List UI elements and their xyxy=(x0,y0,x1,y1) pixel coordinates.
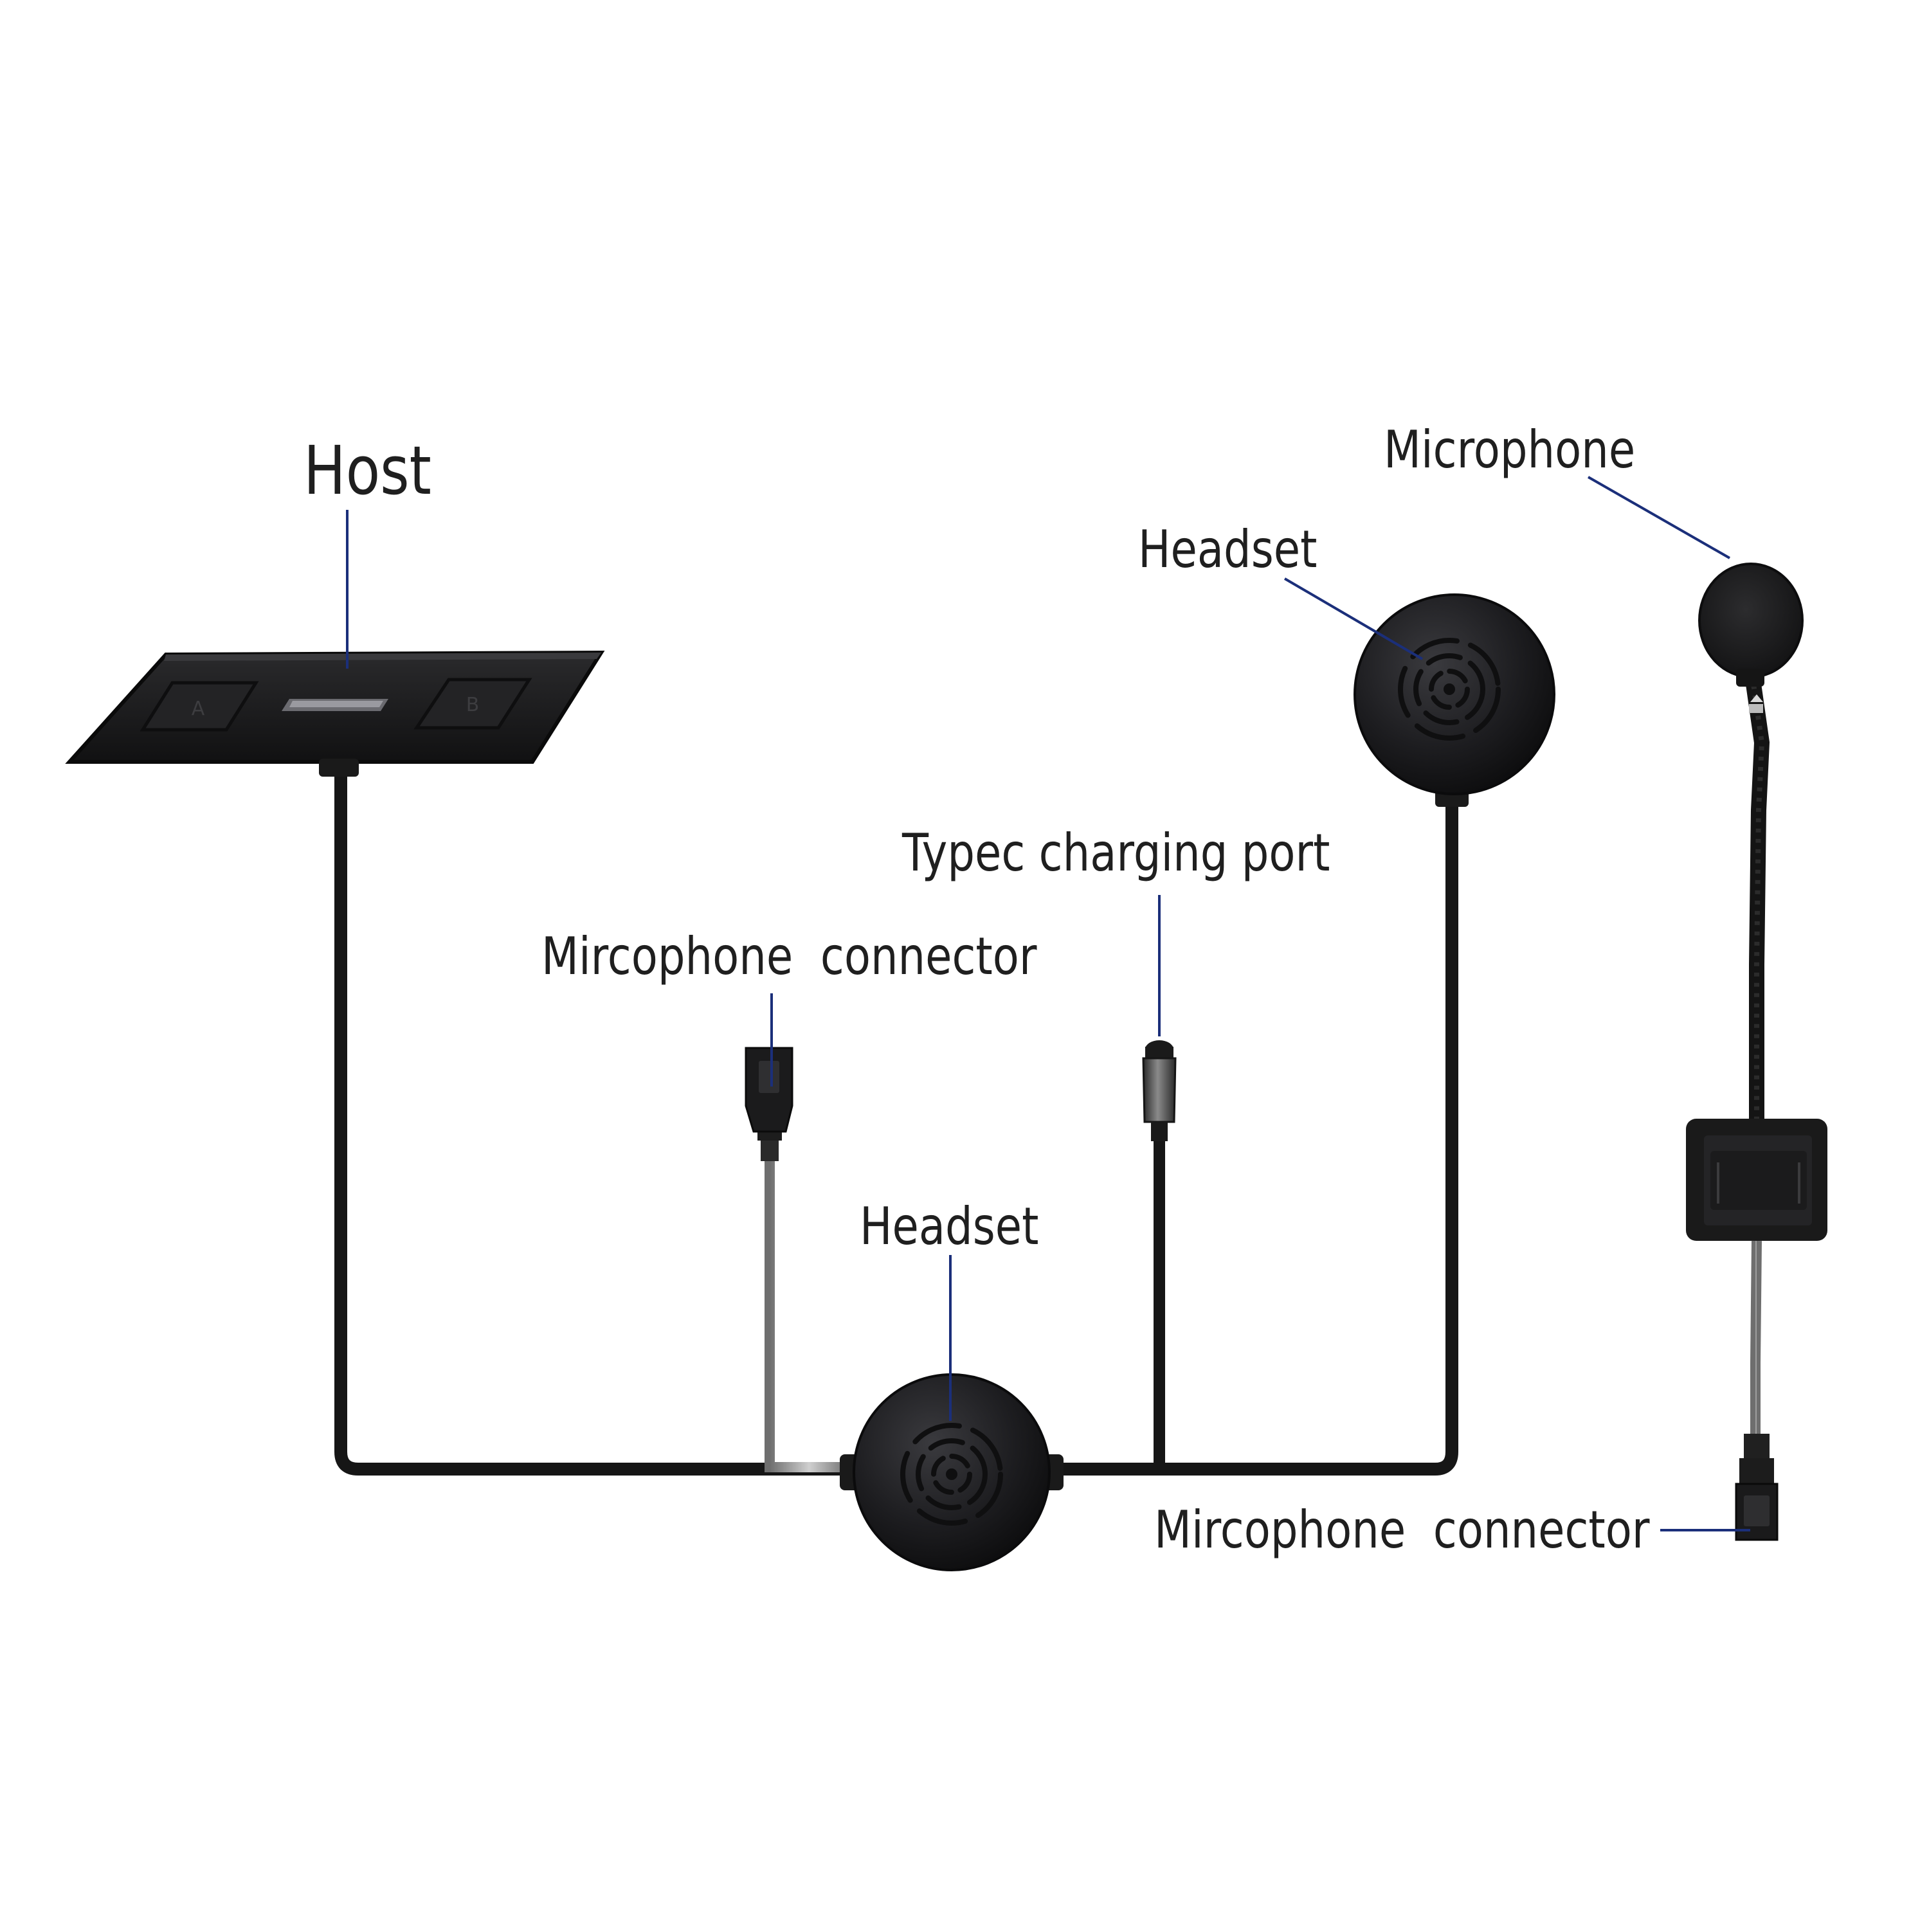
host-led-strip xyxy=(282,699,388,711)
headset-center xyxy=(840,1373,1064,1571)
label-typec-charging-port: Typec charging port xyxy=(902,823,1330,883)
label-microphone: Microphone xyxy=(1384,420,1636,480)
leader-microphone xyxy=(1588,476,1730,559)
mic-connector-right xyxy=(1735,1458,1779,1541)
host-button-b-label: B xyxy=(466,694,480,716)
host-button-a: A xyxy=(140,681,259,732)
microphone-assembly xyxy=(1686,563,1827,1541)
speaker-grille-center xyxy=(900,1423,1003,1526)
host-device: A B xyxy=(65,650,605,777)
cable-mic-connector-left xyxy=(765,1157,849,1472)
label-headset-center: Headset xyxy=(860,1196,1039,1256)
label-host: Host xyxy=(303,431,431,510)
label-headset-top: Headset xyxy=(1138,519,1318,579)
leader-lines xyxy=(346,476,1750,1531)
host-button-b: B xyxy=(413,678,532,730)
mic-connector-left xyxy=(745,1047,793,1161)
leader-headset-top xyxy=(1283,577,1424,660)
typec-connector xyxy=(1142,1040,1177,1141)
label-mic-connector-left: Mircophone connector xyxy=(541,926,1037,986)
host-button-a-label: A xyxy=(192,698,205,720)
label-mic-connector-right: Mircophone connector xyxy=(1154,1500,1650,1560)
mic-mount-pad xyxy=(1686,1119,1827,1241)
speaker-grille-top xyxy=(1398,638,1501,741)
cable-headset-to-headset xyxy=(1048,797,1458,1476)
cable-host-to-headset xyxy=(334,762,855,1476)
headset-top xyxy=(1354,593,1555,807)
